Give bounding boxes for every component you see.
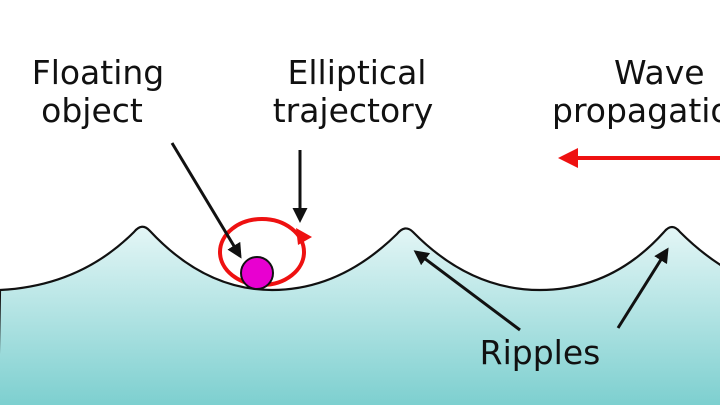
trajectory-arrowhead-icon <box>296 228 312 245</box>
wave-propagation-label-line2: propagation <box>552 91 720 130</box>
floating-object <box>240 256 274 290</box>
wave-propagation-label-line1: Wave <box>614 53 705 92</box>
ripple-pointer-arrow-right <box>616 247 669 329</box>
floating-object-label-line2: object <box>41 91 143 130</box>
elliptical-trajectory-label-line2: trajectory <box>273 91 434 130</box>
elliptical-trajectory-label-line1: Elliptical <box>288 53 427 92</box>
ripples-label: Ripples <box>480 333 601 372</box>
ripple-pointer-arrow-left <box>413 250 521 332</box>
floating-object-pointer-arrow <box>170 142 242 259</box>
water-body <box>0 225 720 405</box>
floating-object-label-line1: Floating <box>32 53 165 92</box>
